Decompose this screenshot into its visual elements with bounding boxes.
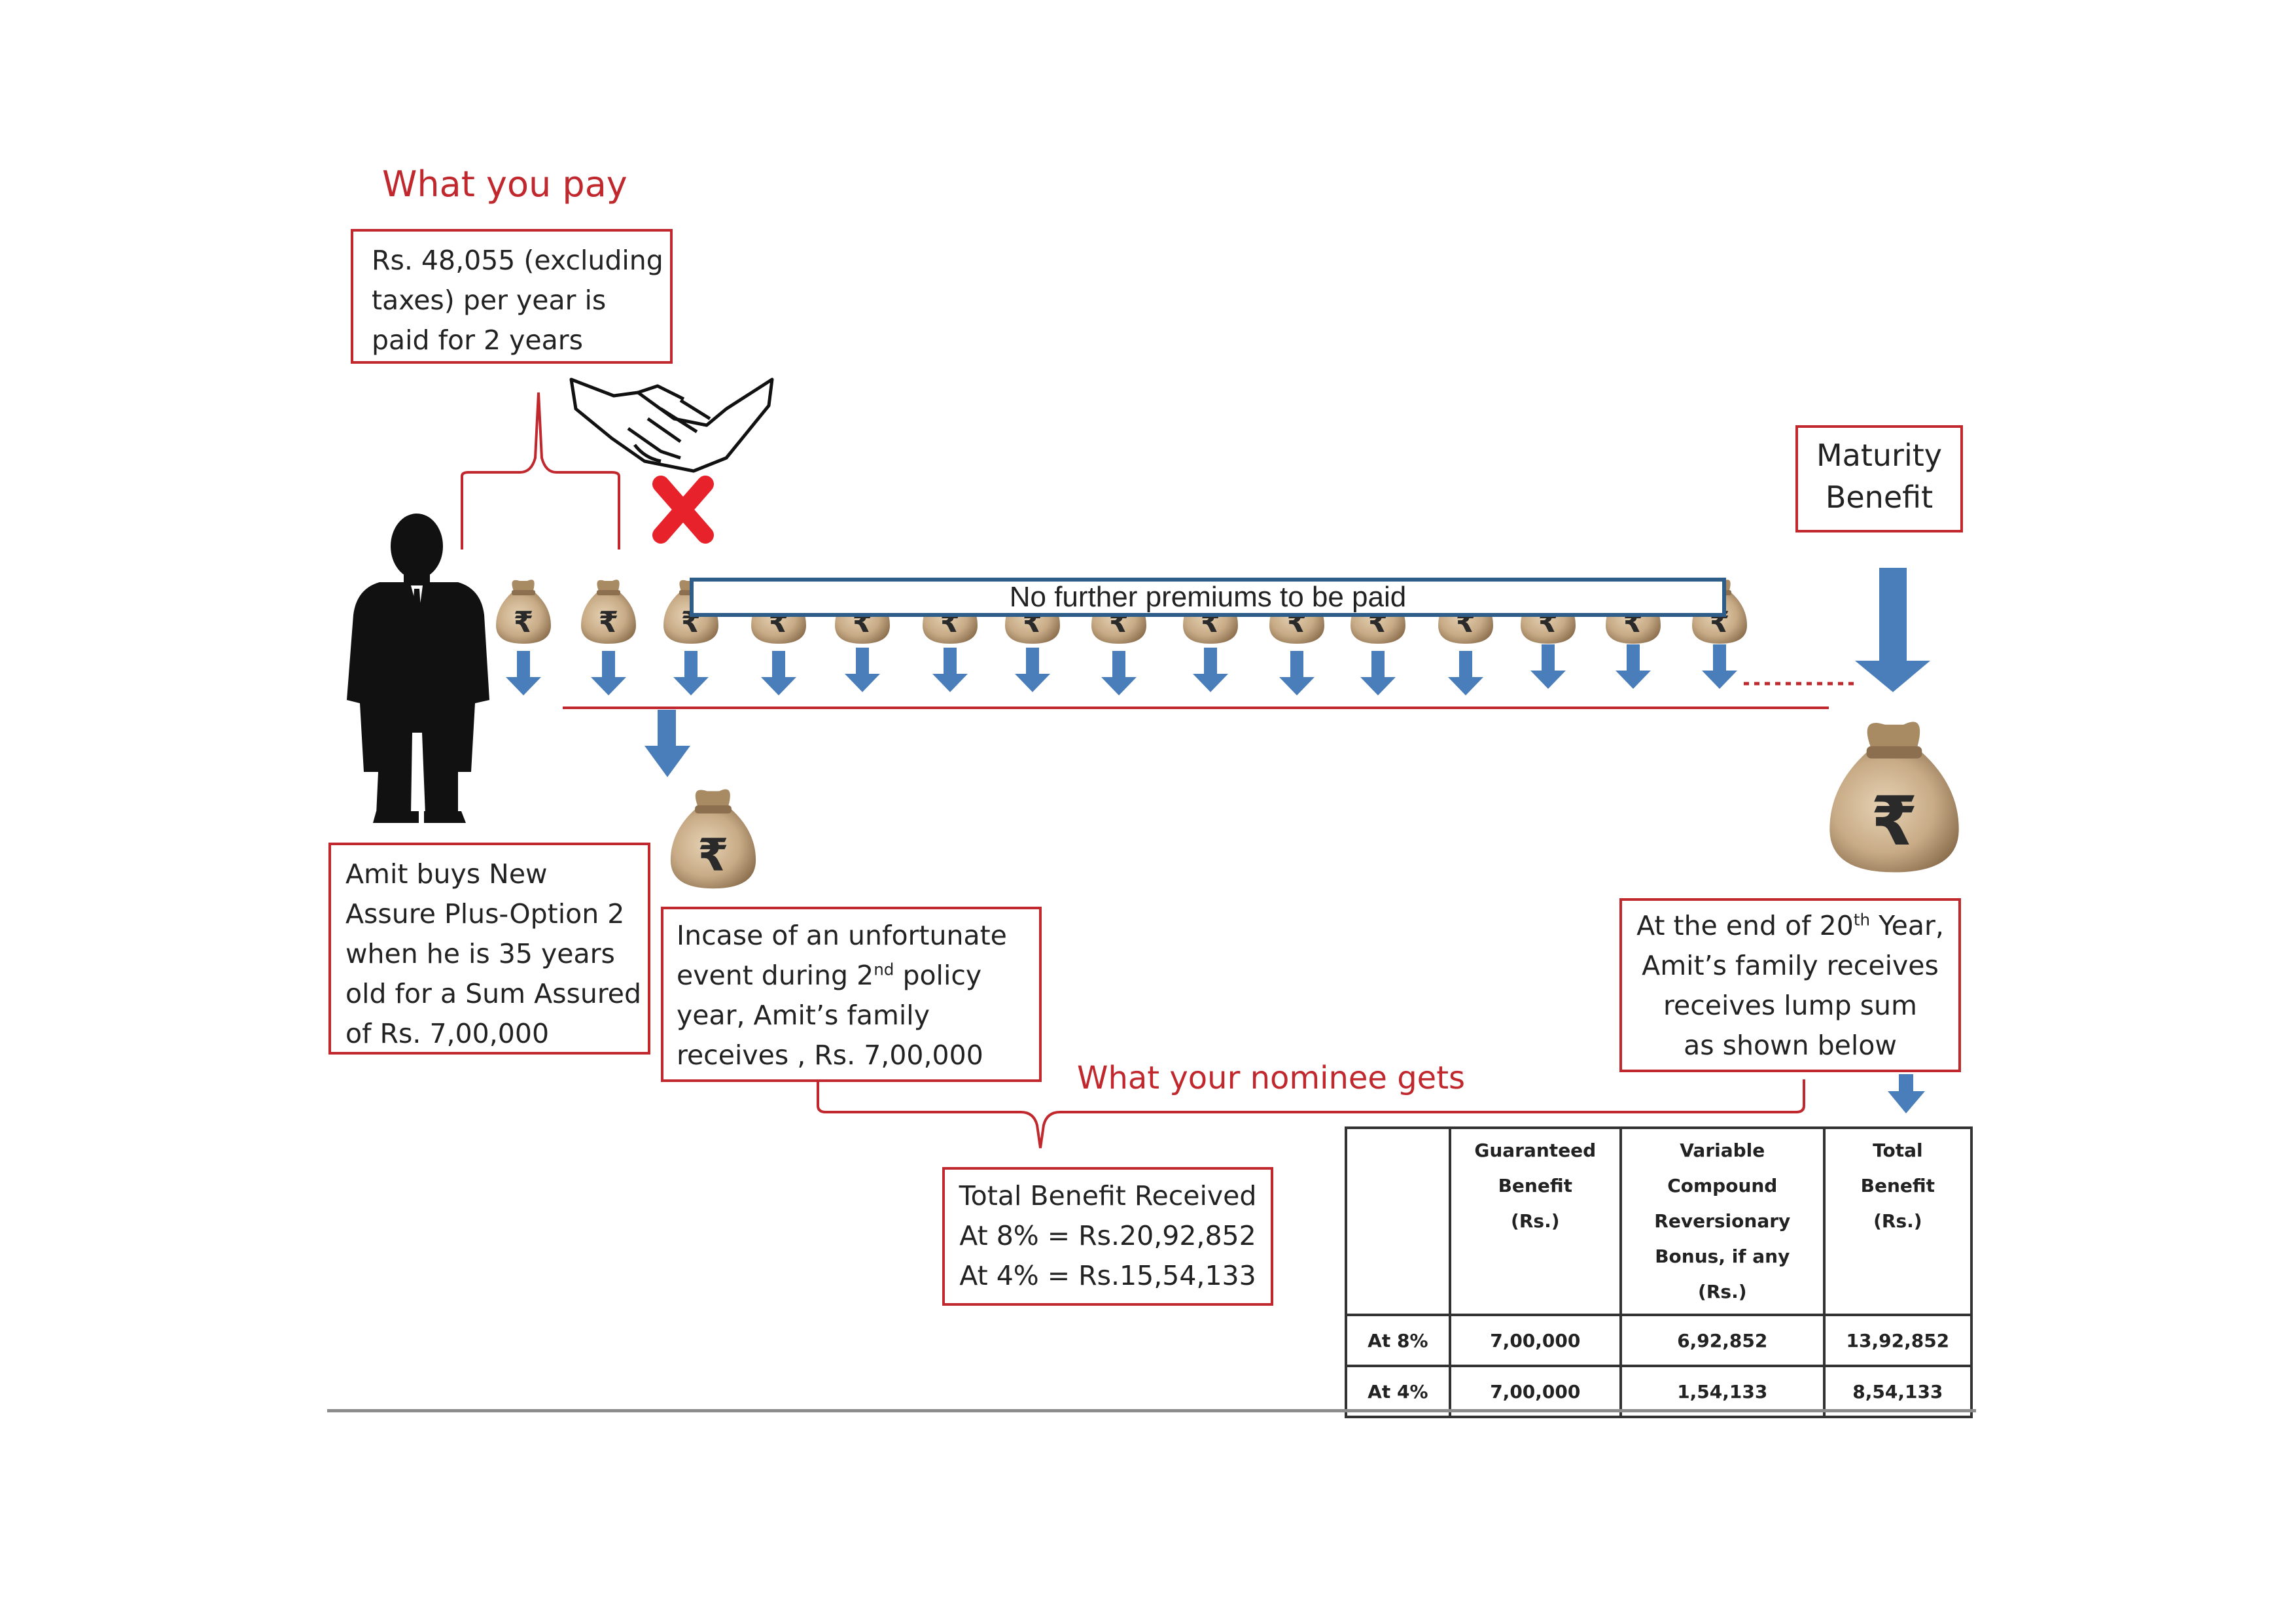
- end-line: as shown below: [1684, 1030, 1897, 1061]
- red-cross-icon: [652, 476, 714, 544]
- table-header-guaranteed: Guaranteed Benefit (Rs.): [1448, 1126, 1622, 1316]
- death-benefit-box: Incase of an unfortunate event during 2n…: [661, 907, 1042, 1082]
- death-line-sup: nd: [874, 960, 894, 979]
- end-line: Amit’s family receives: [1642, 950, 1939, 981]
- maturity-line: Benefit: [1825, 480, 1934, 515]
- end-line: At the end of 20th Year,: [1622, 906, 1958, 946]
- header-text: (Rs.): [1873, 1210, 1922, 1232]
- amit-line: of Rs. 7,00,000: [345, 1018, 550, 1049]
- amit-line: when he is 35 years: [345, 938, 615, 969]
- total-benefit-box: Total Benefit Received At 8% = Rs.20,92,…: [942, 1167, 1273, 1306]
- amit-line: Amit buys New: [345, 858, 548, 890]
- premium-line: Rs. 48,055 (excluding: [372, 245, 663, 276]
- end-line-part: Year,: [1870, 910, 1944, 941]
- what-you-pay-heading: What you pay: [382, 164, 627, 205]
- header-text: Benefit: [1498, 1175, 1572, 1196]
- total-line: At 8% = Rs.20,92,852: [959, 1220, 1256, 1251]
- death-line: year, Amit’s family: [677, 1000, 930, 1031]
- table-row: At 8% 7,00,000 6,92,852 13,92,852: [1345, 1314, 1973, 1367]
- header-text: Guaranteed: [1474, 1140, 1597, 1161]
- amit-line: old for a Sum Assured: [345, 978, 642, 1009]
- bottom-divider: [327, 1409, 1976, 1412]
- what-nominee-gets-heading: What your nominee gets: [1077, 1060, 1466, 1096]
- table-header-empty: [1345, 1126, 1451, 1316]
- total-line: At 4% = Rs.15,54,133: [959, 1260, 1256, 1291]
- table-cell: At 8%: [1345, 1314, 1451, 1367]
- header-text: Variable: [1680, 1140, 1765, 1161]
- death-line: Incase of an unfortunate: [677, 920, 1007, 951]
- table-cell: 13,92,852: [1822, 1314, 1973, 1367]
- header-text: Benefit: [1860, 1175, 1935, 1196]
- premium-line: paid for 2 years: [372, 324, 583, 356]
- businessman-silhouette-icon: [347, 514, 489, 823]
- death-line-part: policy: [894, 960, 982, 991]
- death-benefit-arrow-icon: [645, 710, 690, 777]
- table-header-total: Total Benefit (Rs.): [1822, 1126, 1973, 1316]
- premium-info-box: Rs. 48,055 (excluding taxes) per year is…: [351, 229, 673, 364]
- table-header-row: Guaranteed Benefit (Rs.) Variable Compou…: [1345, 1126, 1973, 1316]
- death-line: event during 2nd policy: [677, 956, 1039, 996]
- handshake-icon: [569, 377, 774, 473]
- header-text: Compound: [1667, 1175, 1778, 1196]
- end-line-part: At the end of 20: [1636, 910, 1854, 941]
- maturity-line: Maturity: [1816, 438, 1943, 473]
- death-line: receives , Rs. 7,00,000: [677, 1039, 983, 1071]
- header-text: Total: [1873, 1140, 1923, 1161]
- header-text: Bonus, if any: [1655, 1246, 1790, 1267]
- table-cell: 7,00,000: [1448, 1314, 1622, 1367]
- total-line: Total Benefit Received: [959, 1180, 1257, 1212]
- amit-line: Assure Plus-Option 2: [345, 898, 625, 930]
- header-text: Reversionary: [1654, 1210, 1791, 1232]
- end-line: receives lump sum: [1663, 990, 1917, 1021]
- table-header-bonus: Variable Compound Reversionary Bonus, if…: [1619, 1126, 1826, 1316]
- benefit-table: Guaranteed Benefit (Rs.) Variable Compou…: [1345, 1126, 1973, 1418]
- down-arrows-row: [506, 644, 1737, 695]
- nominee-brace: [817, 1079, 1805, 1149]
- maturity-info-box: At the end of 20th Year, Amit’s family r…: [1619, 898, 1961, 1072]
- header-text: (Rs.): [1511, 1210, 1560, 1232]
- table-arrow-icon: [1888, 1074, 1925, 1113]
- death-line-part: event during 2: [677, 960, 874, 991]
- no-further-premiums-banner: No further premiums to be paid: [690, 578, 1726, 617]
- maturity-benefit-box: Maturity Benefit: [1795, 425, 1963, 532]
- end-line-sup: th: [1853, 910, 1871, 930]
- maturity-arrow-icon: [1855, 568, 1930, 692]
- table-cell: 6,92,852: [1619, 1314, 1826, 1367]
- header-text: (Rs.): [1698, 1281, 1747, 1302]
- amit-policy-box: Amit buys New Assure Plus-Option 2 when …: [328, 843, 650, 1055]
- premium-line: taxes) per year is: [372, 285, 607, 316]
- maturity-bag-icon: [1829, 722, 1959, 873]
- premium-brace: [461, 392, 620, 550]
- death-benefit-bag-icon: [670, 789, 756, 889]
